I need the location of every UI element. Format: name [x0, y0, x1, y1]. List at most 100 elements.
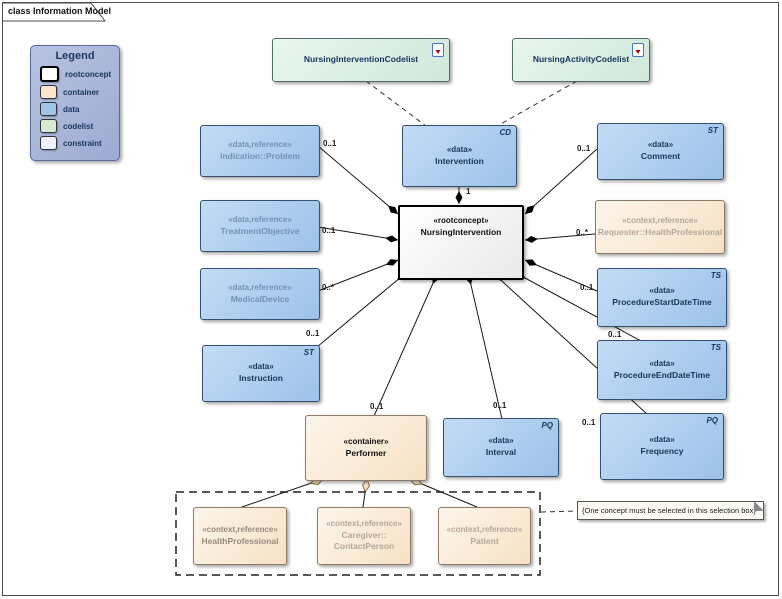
stereotype: «context,reference» — [446, 524, 523, 534]
multiplicity-procedure-start: 0..1 — [580, 283, 594, 292]
stereotype: «context,reference» — [202, 524, 278, 534]
stereotype: «data» — [446, 144, 473, 154]
node-performer[interactable]: «container» Performer — [305, 415, 427, 481]
multiplicity-intervention: 1 — [466, 187, 471, 196]
node-indication-problem[interactable]: «data,reference» Indication::Problem — [200, 125, 320, 177]
node-instruction[interactable]: ST «data» Instruction — [202, 345, 320, 402]
node-frequency[interactable]: PQ «data» Frequency — [600, 413, 724, 480]
node-name: TreatmentObjective — [220, 225, 300, 236]
multiplicity-comment: 0..1 — [577, 144, 591, 153]
node-name: NursingInterventionCodelist — [303, 54, 419, 65]
node-procedure-start-datetime[interactable]: TS «data» ProcedureStartDateTime — [597, 268, 727, 327]
node-patient[interactable]: «context,reference» Patient — [438, 507, 531, 565]
stereotype: «context,reference» — [622, 215, 698, 225]
node-name: Intervention — [435, 155, 484, 166]
node-medical-device[interactable]: «data,reference» MedicalDevice — [200, 268, 320, 320]
type-label: PQ — [706, 416, 718, 425]
node-name: Comment — [640, 151, 681, 162]
frame-title-tab — [3, 2, 107, 22]
type-label: ST — [303, 348, 314, 357]
node-caregiver-contactperson[interactable]: «context,reference» Caregiver:: ContactP… — [317, 507, 411, 565]
multiplicity-requester: 0..* — [576, 228, 589, 237]
note-text: {One concept must be selected in this se… — [582, 506, 756, 515]
note-fold-corner — [754, 502, 763, 511]
node-name: Requester::HealthProfessional — [597, 226, 723, 237]
codelist-swatch — [40, 119, 57, 133]
type-label: TS — [710, 271, 721, 280]
edge-procedure-end — [513, 271, 642, 342]
edge-performer-healthprofessional — [241, 479, 323, 508]
multiplicity-instruction: 0..1 — [306, 329, 320, 338]
node-name: Indication::Problem — [220, 150, 300, 161]
node-requester-healthprofessional[interactable]: «context,reference» Requester::HealthPro… — [595, 200, 725, 254]
edge-note — [540, 510, 578, 513]
type-label: CD — [499, 128, 511, 137]
edge-codelist-intervention — [365, 80, 427, 127]
data-swatch — [40, 102, 57, 116]
stereotype: «data,reference» — [228, 214, 292, 224]
stereotype: «data» — [647, 140, 674, 150]
node-name: NursingActivityCodelist — [532, 54, 630, 65]
stereotype: «container» — [343, 436, 389, 446]
node-nursing-activity-codelist[interactable]: NursingActivityCodelist — [512, 38, 650, 82]
container-swatch — [40, 85, 57, 99]
node-name: Caregiver:: ContactPerson — [333, 529, 395, 552]
legend-label: constraint — [63, 138, 102, 148]
node-name: Interval — [485, 447, 517, 458]
edge-indication — [317, 145, 399, 215]
legend-label: codelist — [63, 121, 94, 131]
document-icon — [432, 43, 444, 57]
stereotype: «data» — [248, 362, 274, 372]
node-nursing-intervention-codelist[interactable]: NursingInterventionCodelist — [272, 38, 450, 82]
type-label: TS — [710, 343, 721, 352]
node-name: ProcedureStartDateTime — [612, 297, 712, 308]
rootconcept-swatch — [40, 66, 59, 82]
node-name: NursingIntervention — [420, 226, 502, 237]
stereotype: «data» — [649, 435, 675, 445]
node-comment[interactable]: ST «data» Comment — [597, 123, 724, 180]
node-name: MedicalDevice — [230, 293, 290, 304]
stereotype: «data» — [488, 436, 514, 446]
stereotype: «data» — [649, 358, 675, 368]
edge-medical-device — [317, 259, 399, 292]
constraint-note[interactable]: {One concept must be selected in this se… — [577, 501, 764, 520]
legend-item-data: data — [40, 102, 119, 116]
multiplicity-frequency: 0..1 — [582, 418, 596, 427]
node-health-professional[interactable]: «context,reference» HealthProfessional — [193, 507, 287, 565]
legend-label: container — [63, 87, 100, 97]
stereotype: «data» — [649, 286, 675, 296]
node-intervention[interactable]: CD «data» Intervention — [402, 125, 517, 187]
multiplicity-performer: 0..1 — [370, 402, 384, 411]
legend-label: data — [63, 104, 80, 114]
legend-item-container: container — [40, 85, 119, 99]
node-interval[interactable]: PQ «data» Interval — [443, 418, 559, 477]
node-procedure-end-datetime[interactable]: TS «data» ProcedureEndDateTime — [597, 340, 727, 400]
multiplicity-treatment: 0..1 — [322, 226, 336, 235]
edge-requester — [524, 233, 596, 243]
multiplicity-medical-device: 0..* — [322, 283, 335, 292]
edge-performer — [373, 271, 439, 417]
selection-box — [175, 491, 541, 576]
node-treatment-objective[interactable]: «data,reference» TreatmentObjective — [200, 200, 320, 252]
type-label: ST — [707, 126, 718, 135]
stereotype: «context,reference» — [326, 519, 402, 529]
type-label: PQ — [541, 421, 553, 430]
legend-title: Legend — [55, 50, 95, 62]
edge-treatment-objective — [317, 226, 399, 243]
edge-codelist-activity — [496, 80, 578, 127]
constraint-swatch — [40, 136, 57, 150]
node-nursing-intervention[interactable]: «rootconcept» NursingIntervention — [398, 205, 524, 280]
node-name: Instruction — [239, 373, 283, 384]
edge-performer-caregiver — [363, 479, 367, 508]
node-name: ProcedureEndDateTime — [613, 369, 711, 380]
document-icon — [632, 43, 644, 57]
node-name: HealthProfessional — [201, 535, 279, 546]
stereotype: «data,reference» — [228, 139, 292, 149]
diagram-title: class Information Model — [8, 6, 112, 16]
stereotype: «rootconcept» — [433, 216, 489, 225]
legend-label: rootconcept — [65, 69, 112, 79]
legend-item-codelist: codelist — [40, 119, 119, 133]
